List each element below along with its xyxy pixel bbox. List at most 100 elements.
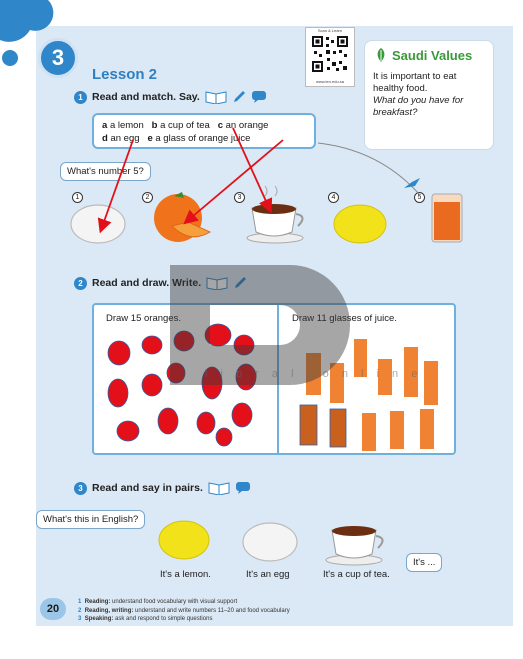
objective-skill: Reading, writing: xyxy=(84,607,134,614)
drawing-box[interactable]: Draw 15 oranges. Draw 11 glasses of juic… xyxy=(92,303,456,455)
lemon-icon xyxy=(158,520,210,560)
book-icon xyxy=(205,91,227,104)
objective-line: 2 Reading, writing: understand and write… xyxy=(78,607,290,616)
english-question-bubble: What's this in English? xyxy=(36,510,146,529)
drawn-orange xyxy=(166,362,186,384)
objective-skill: Reading: xyxy=(84,599,111,605)
match-line-juice xyxy=(317,142,421,196)
drawn-orange xyxy=(141,335,163,355)
picture-number: 4 xyxy=(328,192,339,203)
learning-objectives: 1 Reading: understand food vocabulary wi… xyxy=(78,598,290,624)
drawn-glass xyxy=(420,409,434,449)
student-drawings xyxy=(107,323,438,451)
drawn-glass xyxy=(404,347,418,397)
drawn-orange xyxy=(215,427,233,447)
drawn-glass xyxy=(354,339,367,377)
drawn-orange xyxy=(235,363,257,391)
exercise-3-number: 3 xyxy=(74,481,87,495)
drawn-glass xyxy=(329,408,347,448)
objective-text: understand and write numbers 11–20 and f… xyxy=(135,607,290,614)
option-letter: e xyxy=(147,133,153,144)
objective-number: 1 xyxy=(78,599,82,605)
drawn-orange xyxy=(233,334,255,356)
option-text: an egg xyxy=(110,133,140,144)
pencil-mark-icon xyxy=(404,178,420,188)
lemon-icon xyxy=(333,204,387,244)
objective-text: understand food vocabulary with visual s… xyxy=(112,599,238,605)
drawn-oranges xyxy=(107,323,257,447)
option-text: an orange xyxy=(225,120,269,131)
drawn-glass xyxy=(299,404,318,446)
exercise-2-number: 2 xyxy=(74,276,87,290)
speech-icon xyxy=(251,91,266,103)
objective-line: 1 Reading: understand food vocabulary wi… xyxy=(78,598,290,607)
question-bubble: What's number 5? xyxy=(60,162,151,181)
drawn-orange xyxy=(107,378,129,408)
exercise-1-heading: 1 Read and match. Say. xyxy=(74,90,267,104)
drawn-orange xyxy=(173,330,195,352)
objective-number: 2 xyxy=(78,607,82,614)
qr-code-icon xyxy=(310,34,350,74)
drawn-orange xyxy=(231,402,253,428)
page-number: 20 xyxy=(40,598,66,620)
match-arrow-egg xyxy=(97,139,134,234)
draw-juice-label: Draw 11 glasses of juice. xyxy=(292,313,397,324)
egg-icon xyxy=(242,522,298,562)
speech-icon xyxy=(235,482,250,494)
drawn-glass xyxy=(378,359,392,395)
drawn-glass xyxy=(390,411,404,449)
watermark-text: l i b r a l . o n l i n e xyxy=(205,368,423,380)
tea-cup-icon xyxy=(251,207,297,237)
option-text: a lemon xyxy=(109,120,144,131)
pencil-icon xyxy=(235,277,247,288)
saudi-values-card: Saudi Values It is important to eat heal… xyxy=(364,40,494,150)
exercise-2-heading: 2 Read and draw. Write. xyxy=(74,276,247,290)
objective-line: 3 Speaking: ask and respond to simple qu… xyxy=(78,615,290,624)
option-text: a glass of orange juice xyxy=(155,133,251,144)
food-pictures xyxy=(70,185,463,244)
option-letter: b xyxy=(151,120,158,131)
options-line-1: a a lemon b a cup of tea c an orange xyxy=(102,119,306,132)
orange-slice-icon xyxy=(171,221,212,238)
options-line-2: d an egg e a glass of orange juice xyxy=(102,132,306,145)
drawn-orange xyxy=(107,340,131,366)
corner-decoration xyxy=(0,0,54,66)
answer-bubble: It's ... xyxy=(406,553,443,572)
drawn-glass xyxy=(306,353,321,395)
qr-code[interactable]: Scan & Learn www.ien.edu.sa xyxy=(305,27,355,87)
exercise-2-instruction: Read and draw. Write. xyxy=(92,277,202,289)
drawn-glass xyxy=(424,361,438,405)
draw-divider xyxy=(277,305,279,453)
drawn-orange xyxy=(196,411,216,435)
option-letter: c xyxy=(217,120,223,131)
values-text: It is important to eat healthy food. xyxy=(373,71,457,94)
pencil-icon xyxy=(233,91,245,102)
footer-band xyxy=(36,597,513,625)
drawn-glasses xyxy=(299,339,438,451)
tea-cup-icon xyxy=(331,529,377,559)
drawn-glass xyxy=(362,413,376,451)
option-letter: d xyxy=(102,133,108,144)
exercise-1-number: 1 xyxy=(74,90,87,104)
values-title: Saudi Values xyxy=(392,47,473,63)
drawn-orange xyxy=(201,366,223,400)
qr-caption: Scan & Learn xyxy=(317,28,343,33)
exercise-1-instruction: Read and match. Say. xyxy=(92,91,200,103)
unit-number-badge: 3 xyxy=(38,38,78,78)
pair-pictures xyxy=(158,520,384,566)
objective-text: ask and respond to simple questions xyxy=(115,616,213,622)
exercise-3-heading: 3 Read and say in pairs. xyxy=(74,481,251,495)
draw-oranges-label: Draw 15 oranges. xyxy=(106,313,181,324)
caption-lemon: It's a lemon. xyxy=(160,569,211,580)
drawn-orange xyxy=(141,373,163,397)
drawn-orange xyxy=(204,323,232,347)
drawn-orange xyxy=(116,420,140,442)
lesson-title: Lesson 2 xyxy=(92,66,158,83)
values-question: What do you have for breakfast? xyxy=(373,95,464,118)
book-icon xyxy=(206,277,228,290)
caption-tea: It's a cup of tea. xyxy=(323,569,390,580)
drawn-glass xyxy=(330,363,344,403)
picture-number: 3 xyxy=(234,192,245,203)
